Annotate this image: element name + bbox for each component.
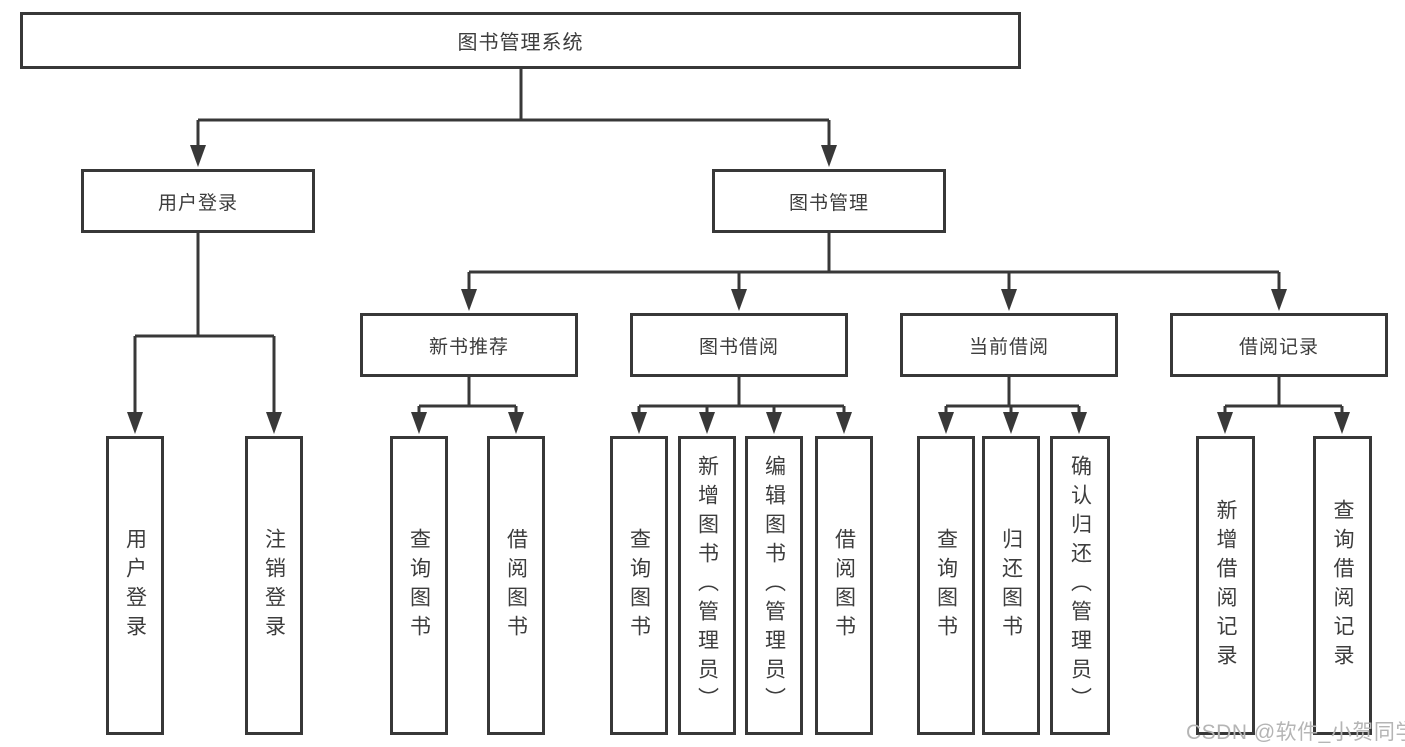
arrowhead bbox=[461, 289, 477, 311]
leaf-label: 借阅图书 bbox=[832, 527, 856, 644]
arrowhead bbox=[631, 412, 647, 434]
leaf-label: 借阅图书 bbox=[504, 527, 528, 644]
arrowhead bbox=[766, 412, 782, 434]
node-new-book-recommend: 新书推荐 bbox=[360, 313, 578, 377]
arrowhead bbox=[1334, 412, 1350, 434]
watermark-text: CSDN @软件_小贺同学 bbox=[1186, 721, 1405, 744]
leaf-borrow-books-recommend: 借阅图书 bbox=[487, 436, 545, 735]
arrowhead bbox=[699, 412, 715, 434]
node-label: 图书管理系统 bbox=[457, 32, 584, 54]
connector-current-borrow-fan bbox=[944, 377, 1081, 414]
node-label: 图书借阅 bbox=[698, 336, 779, 358]
node-label: 图书管理 bbox=[788, 192, 869, 214]
arrowhead bbox=[731, 289, 747, 311]
leaf-label: 查询借阅记录 bbox=[1331, 498, 1354, 673]
leaf-borrow-books-borrow: 借阅图书 bbox=[815, 436, 873, 735]
connector-borrow-records-fan bbox=[1223, 377, 1344, 414]
connector-user-login-fan bbox=[133, 233, 276, 414]
arrowhead bbox=[190, 145, 206, 167]
leaf-confirm-return-admin: 确认归还（管理员） bbox=[1050, 436, 1110, 735]
leaf-query-borrow-record: 查询借阅记录 bbox=[1313, 436, 1372, 735]
leaf-logout: 注销登录 bbox=[245, 436, 303, 735]
leaf-label: 注销登录 bbox=[262, 527, 286, 644]
leaf-return-books: 归还图书 bbox=[982, 436, 1040, 735]
leaf-label: 查询图书 bbox=[407, 527, 431, 644]
leaf-user-login: 用户登录 bbox=[106, 436, 164, 735]
leaf-add-books-admin: 新增图书（管理员） bbox=[678, 436, 736, 735]
connector-book-management-fan bbox=[467, 233, 1281, 292]
leaf-query-books-current: 查询图书 bbox=[917, 436, 975, 735]
arrowhead bbox=[127, 412, 143, 434]
arrowhead bbox=[836, 412, 852, 434]
connector-root-to-level2 bbox=[196, 68, 831, 149]
arrowhead bbox=[1003, 412, 1019, 434]
arrowhead bbox=[508, 412, 524, 434]
node-book-management: 图书管理 bbox=[712, 169, 946, 233]
arrowhead bbox=[1271, 289, 1287, 311]
leaf-query-books-recommend: 查询图书 bbox=[390, 436, 448, 735]
arrowhead bbox=[821, 145, 837, 167]
node-user-login: 用户登录 bbox=[81, 169, 315, 233]
leaf-label: 新增借阅记录 bbox=[1214, 498, 1237, 673]
leaf-add-borrow-record: 新增借阅记录 bbox=[1196, 436, 1255, 735]
arrowhead bbox=[938, 412, 954, 434]
node-label: 借阅记录 bbox=[1238, 336, 1319, 358]
leaf-label: 查询图书 bbox=[934, 527, 958, 644]
arrowhead bbox=[1001, 289, 1017, 311]
leaf-label: 新增图书（管理员） bbox=[695, 455, 719, 716]
node-current-borrow: 当前借阅 bbox=[900, 313, 1118, 377]
arrowhead bbox=[411, 412, 427, 434]
node-root: 图书管理系统 bbox=[20, 12, 1021, 69]
connector-book-borrow-fan bbox=[637, 377, 846, 414]
leaf-label: 查询图书 bbox=[627, 527, 651, 644]
leaf-edit-books-admin: 编辑图书（管理员） bbox=[745, 436, 803, 735]
leaf-label: 确认归还（管理员） bbox=[1068, 455, 1092, 716]
node-borrow-records: 借阅记录 bbox=[1170, 313, 1388, 377]
node-label: 用户登录 bbox=[157, 192, 238, 214]
arrowhead bbox=[1217, 412, 1233, 434]
arrowhead bbox=[1071, 412, 1087, 434]
node-label: 当前借阅 bbox=[968, 336, 1049, 358]
node-label: 新书推荐 bbox=[428, 336, 509, 358]
leaf-label: 归还图书 bbox=[999, 527, 1023, 644]
leaf-label: 用户登录 bbox=[123, 527, 147, 644]
connector-new-book-fan bbox=[417, 377, 518, 414]
leaf-label: 编辑图书（管理员） bbox=[762, 455, 786, 716]
arrowhead bbox=[266, 412, 282, 434]
leaf-query-books-borrow: 查询图书 bbox=[610, 436, 668, 735]
node-book-borrow: 图书借阅 bbox=[630, 313, 848, 377]
